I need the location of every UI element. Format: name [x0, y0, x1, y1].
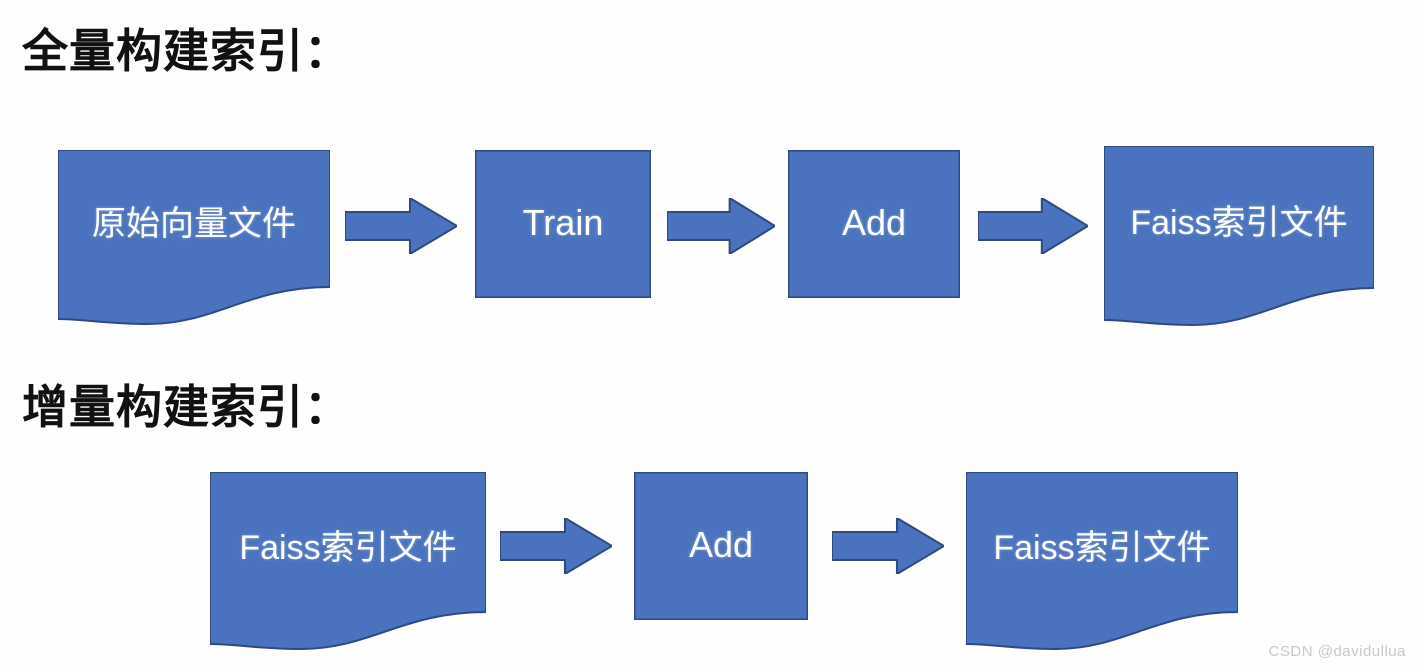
- node-raw-vector-file[interactable]: 原始向量文件: [58, 150, 330, 325]
- arrow-add-to-faiss-icon: [978, 198, 1088, 254]
- arrow-train-to-add-icon: [667, 198, 775, 254]
- node-shape-rect: [475, 150, 651, 298]
- node-shape-document: [210, 472, 486, 650]
- node-shape-rect: [788, 150, 960, 298]
- arrow-raw-to-train-icon: [345, 198, 457, 254]
- section-heading-incremental-build: 增量构建索引：: [22, 381, 351, 433]
- node-shape-document: [966, 472, 1238, 650]
- node-shape-document: [58, 150, 330, 325]
- node-faiss-index-in[interactable]: Faiss索引文件: [210, 472, 486, 650]
- node-faiss-index-out2[interactable]: Faiss索引文件: [966, 472, 1238, 650]
- watermark-label: CSDN @davidullua: [1268, 643, 1406, 660]
- node-faiss-index-out[interactable]: Faiss索引文件: [1104, 146, 1374, 326]
- node-add-incremental[interactable]: Add: [634, 472, 808, 620]
- section-heading-full-build: 全量构建索引：: [22, 25, 351, 77]
- node-shape-document: [1104, 146, 1374, 326]
- node-shape-rect: [634, 472, 808, 620]
- arrow-add-to-faiss2-icon: [832, 518, 944, 574]
- node-train[interactable]: Train: [475, 150, 651, 298]
- arrow-faiss-to-add-icon: [500, 518, 612, 574]
- node-add[interactable]: Add: [788, 150, 960, 298]
